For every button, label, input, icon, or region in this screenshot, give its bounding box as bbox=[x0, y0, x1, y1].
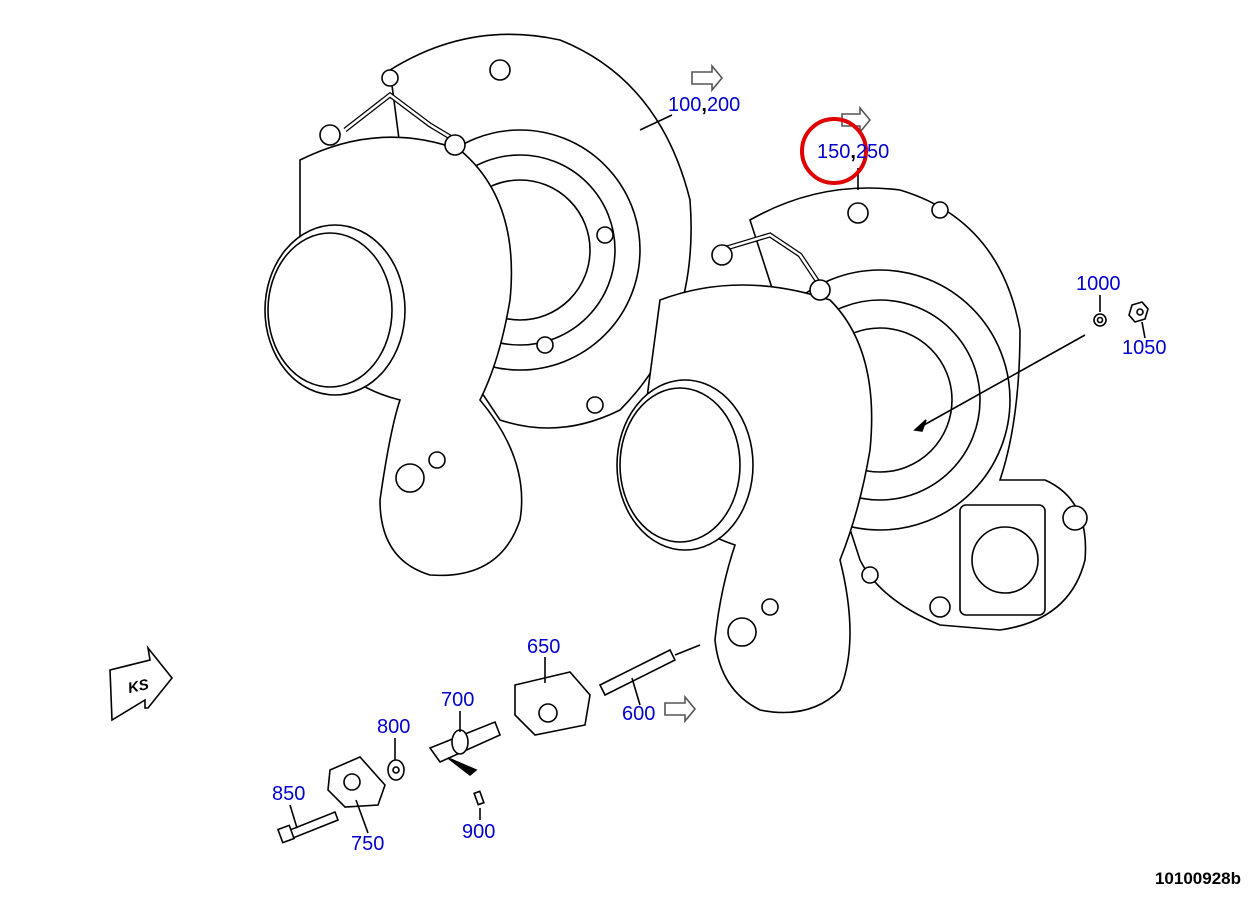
callout-900[interactable]: 900 bbox=[462, 821, 496, 843]
turbocharger-lower bbox=[616, 168, 1088, 714]
callout-800[interactable]: 800 bbox=[377, 716, 411, 738]
callout-1000[interactable]: 1000 bbox=[1076, 273, 1121, 295]
document-id: 10100928b bbox=[1154, 869, 1241, 888]
separator: , bbox=[701, 94, 707, 116]
small-parts bbox=[276, 295, 1149, 844]
callout-1050[interactable]: 1050 bbox=[1122, 337, 1167, 359]
callout-850[interactable]: 850 bbox=[272, 783, 306, 805]
callout-150[interactable]: 150 bbox=[817, 141, 851, 163]
callout-700[interactable]: 700 bbox=[441, 689, 475, 711]
callout-250[interactable]: 250 bbox=[855, 141, 890, 163]
callout-150-250[interactable]: 150,250 bbox=[817, 142, 889, 162]
callout-650[interactable]: 650 bbox=[527, 636, 561, 658]
turbocharger-upper bbox=[264, 33, 692, 577]
separator: , bbox=[850, 141, 856, 163]
callout-750[interactable]: 750 bbox=[351, 833, 385, 855]
callout-100[interactable]: 100 bbox=[668, 94, 702, 116]
callout-600[interactable]: 600 bbox=[622, 703, 656, 725]
callout-100-200[interactable]: 100,200 bbox=[668, 95, 740, 115]
highlight-circle bbox=[800, 117, 868, 185]
callout-200[interactable]: 200 bbox=[706, 94, 741, 116]
